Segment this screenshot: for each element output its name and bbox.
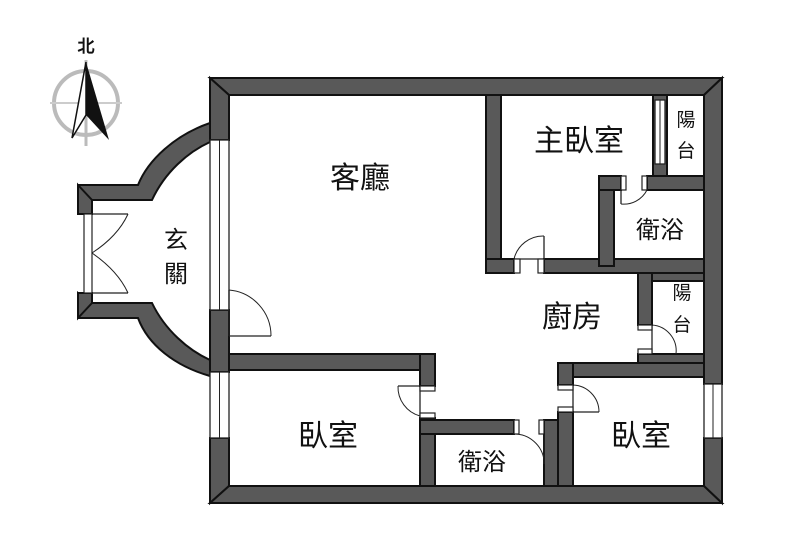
label-living-room: 客廳 [330, 161, 390, 196]
wall-bath-top-top-a [598, 175, 622, 191]
label-balcony-mid-2: 台 [672, 314, 691, 336]
entrance-walls [77, 121, 211, 378]
bay-upper-wall [77, 121, 211, 215]
wall-top [207, 77, 725, 96]
label-balcony-mid-1: 陽 [672, 282, 691, 304]
outer-walls [207, 75, 725, 506]
wall-balcony-mid-left [637, 272, 653, 326]
doors [228, 175, 677, 464]
label-entrance-1: 玄 [164, 226, 188, 254]
wall-master-bottom-a [485, 258, 515, 274]
compass-arrow-icon [86, 62, 109, 140]
wall-left-bedroom-top [228, 353, 436, 371]
label-balcony-top-1: 陽 [676, 109, 695, 131]
wall-bath-top-top-b [646, 175, 705, 191]
wall-right-bedroom-left-b [557, 411, 574, 487]
interior-walls [228, 94, 705, 487]
label-balcony-top-2: 台 [676, 140, 695, 162]
door-bedroom-right [557, 384, 600, 413]
compass-north-label: 北 [78, 37, 95, 57]
wall-bottom [207, 485, 725, 504]
wall-balcony-mid-top [651, 272, 705, 282]
compass: 北 [50, 37, 122, 146]
wall-left-mid [209, 309, 230, 373]
label-bath-top: 衛浴 [636, 216, 684, 244]
label-entrance-2: 關 [164, 260, 188, 288]
label-kitchen: 廚房 [542, 300, 602, 335]
entrance-door [83, 213, 129, 294]
door-bedroom-left [397, 385, 436, 419]
door-living [228, 289, 272, 337]
room-labels: 客廳 玄 關 主臥室 陽 台 衛浴 廚房 陽 台 臥室 衛浴 臥室 [164, 109, 696, 476]
wall-master-left [485, 94, 502, 274]
wall-bath-bottom-top-a [419, 419, 515, 435]
wall-right-bedroom-top [557, 362, 705, 378]
wall-right-upper [703, 75, 723, 385]
door-balcony-mid [637, 324, 677, 355]
door-bath-top [620, 175, 648, 205]
wall-bath-bottom-right [543, 419, 559, 487]
label-master-bedroom: 主臥室 [534, 124, 624, 159]
entrance-door-frame [83, 213, 93, 294]
label-bedroom-left: 臥室 [298, 419, 358, 454]
label-bath-bottom: 衛浴 [458, 448, 506, 476]
compass-arrow-shadow [71, 61, 87, 139]
windows [209, 99, 723, 439]
door-bath-bottom [513, 419, 545, 464]
wall-master-bottom-b [543, 258, 705, 274]
label-bedroom-right: 臥室 [611, 419, 671, 454]
wall-left-bedroom-right-a [419, 353, 436, 387]
door-master [513, 235, 545, 274]
bay-lower-wall [77, 291, 211, 378]
wall-right-bedroom-left-a [557, 362, 574, 386]
